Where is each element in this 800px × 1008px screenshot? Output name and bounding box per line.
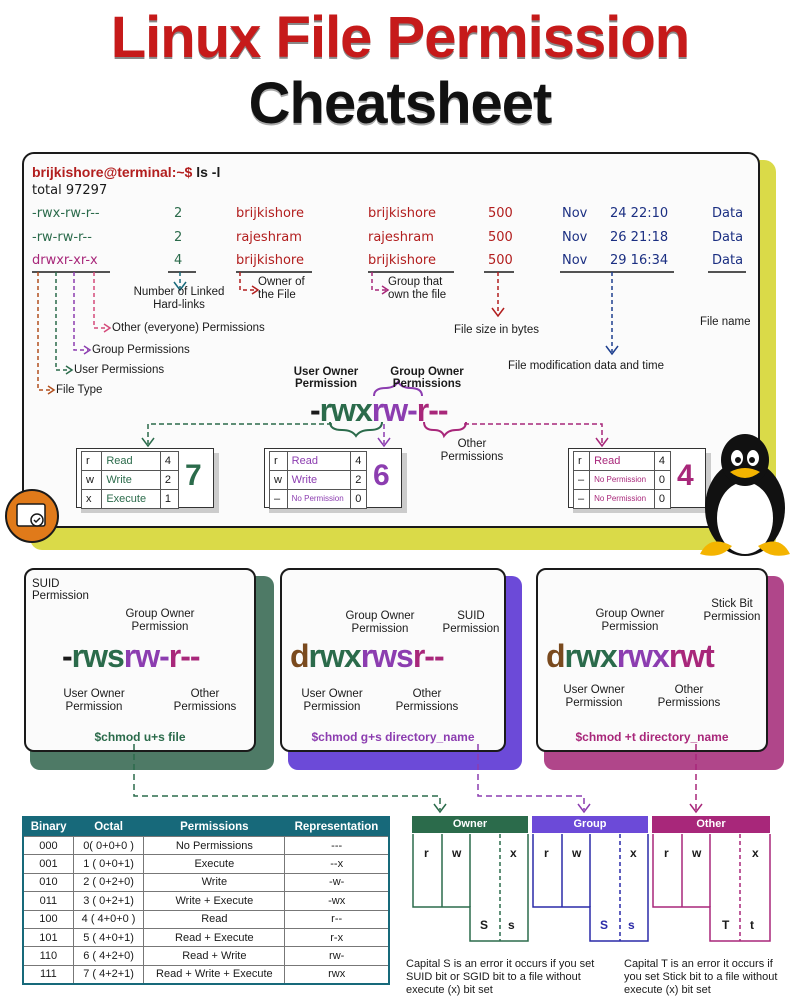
row1-group: brijkishore bbox=[368, 206, 436, 221]
other-bit-t: t bbox=[750, 918, 754, 932]
note-capital-t: Capital T is an error it occurs if you s… bbox=[624, 958, 778, 996]
row2-month: Nov bbox=[562, 230, 588, 245]
row1-owner: brijkishore bbox=[236, 206, 304, 221]
row3-links: 4 bbox=[174, 253, 183, 268]
group-bits-title: Group bbox=[532, 816, 648, 833]
owner-bit-w: w bbox=[452, 846, 462, 860]
label-owner: Owner of the File bbox=[258, 276, 305, 301]
breakdown-perm: -rwxrw-r-- bbox=[310, 392, 449, 428]
row2-group: rajeshram bbox=[368, 230, 434, 245]
breakdown-group-label: Group Owner Permissions bbox=[390, 366, 464, 390]
label-group: Group that own the file bbox=[388, 276, 447, 301]
owner-bit-r: r bbox=[424, 846, 429, 860]
row3-month: Nov bbox=[562, 253, 588, 268]
row3-perm: drwxr-xr-x bbox=[32, 253, 98, 268]
card3-group-label: Group Owner Permission bbox=[595, 608, 665, 633]
card1-perm: -rwsrw-r-- bbox=[62, 638, 201, 674]
label-mtime: File modification data and time bbox=[508, 360, 664, 372]
card1-command: $chmod u+s file bbox=[94, 730, 186, 744]
card2-group-label: Group Owner Permission bbox=[345, 610, 415, 635]
row3-owner: brijkishore bbox=[236, 253, 304, 268]
owner-bit-S: S bbox=[480, 918, 489, 932]
card3-tag: Stick Bit Permission bbox=[703, 598, 761, 623]
group-bit-x: x bbox=[630, 846, 637, 860]
note-capital-s: Capital S is an error it occurs if you s… bbox=[406, 958, 595, 996]
card-sticky bbox=[536, 568, 768, 752]
row3-group: brijkishore bbox=[368, 253, 436, 268]
label-links: Number of Linked Hard-links bbox=[133, 286, 225, 311]
row1-name: Data bbox=[712, 206, 744, 221]
owner-bits-title: Owner bbox=[412, 816, 528, 833]
label-file-type: File Type bbox=[56, 384, 103, 396]
title-line-1: Linux File Permission bbox=[110, 5, 690, 70]
card2-tag: SUID Permission bbox=[442, 610, 500, 635]
breakdown-user-label: User Owner Permission bbox=[293, 366, 359, 390]
row2-name: Data bbox=[712, 230, 744, 245]
row3-name: Data bbox=[712, 253, 744, 268]
card2-perm: drwxrwsr-- bbox=[290, 638, 445, 674]
terminal-total: total 97297 bbox=[32, 183, 108, 198]
owner-bit-x: x bbox=[510, 846, 517, 860]
card2-user-label: User Owner Permission bbox=[301, 688, 363, 713]
row1-datetime: 24 22:10 bbox=[610, 206, 669, 221]
label-filename: File name bbox=[700, 316, 751, 328]
group-bit-s: s bbox=[628, 918, 635, 932]
card-sgid bbox=[280, 568, 506, 752]
terminal-prompt: brijkishore@terminal:~$ ls -l bbox=[32, 164, 221, 180]
row1-perm: -rwx-rw-r-- bbox=[32, 206, 100, 221]
other-bit-w: w bbox=[692, 846, 702, 860]
card1-user-label: User Owner Permission bbox=[63, 688, 125, 713]
card3-user-label: User Owner Permission bbox=[563, 684, 625, 709]
group-bits-box bbox=[532, 834, 649, 942]
row1-size: 500 bbox=[488, 206, 513, 221]
label-user-perm: User Permissions bbox=[74, 364, 165, 376]
label-group-perm: Group Permissions bbox=[92, 344, 190, 356]
other-bit-x: x bbox=[752, 846, 759, 860]
row1-month: Nov bbox=[562, 206, 588, 221]
group-bit-S: S bbox=[600, 918, 609, 932]
tux-penguin-icon bbox=[700, 434, 790, 556]
other-bit-r: r bbox=[664, 846, 669, 860]
row3-size: 500 bbox=[488, 253, 513, 268]
row2-owner: rajeshram bbox=[236, 230, 302, 245]
label-other-perm: Other (everyone) Permissions bbox=[112, 322, 265, 334]
other-bits-box bbox=[652, 834, 771, 942]
owner-bits-box bbox=[412, 834, 529, 942]
row2-size: 500 bbox=[488, 230, 513, 245]
card1-other-label: Other Permissions bbox=[173, 688, 237, 713]
row2-datetime: 26 21:18 bbox=[610, 230, 669, 245]
other-bits-title: Other bbox=[652, 816, 770, 833]
card3-perm: drwxrwxrwt bbox=[546, 638, 715, 674]
card3-other-label: Other Permissions bbox=[657, 684, 721, 709]
title-line-2: Cheatsheet bbox=[248, 71, 553, 136]
group-bit-w: w bbox=[572, 846, 582, 860]
row1-links: 2 bbox=[174, 206, 183, 221]
other-bit-T: T bbox=[722, 918, 730, 932]
breakdown-other-label: Other Permissions bbox=[440, 438, 504, 463]
owner-bit-s: s bbox=[508, 918, 515, 932]
card3-command: $chmod +t directory_name bbox=[575, 730, 729, 744]
row3-datetime: 29 16:34 bbox=[610, 253, 669, 268]
card-suid bbox=[24, 568, 256, 752]
row2-links: 2 bbox=[174, 230, 183, 245]
label-size: File size in bytes bbox=[454, 324, 540, 336]
group-bit-r: r bbox=[544, 846, 549, 860]
card1-tag: SUID Permission bbox=[32, 578, 89, 602]
card2-other-label: Other Permissions bbox=[395, 688, 459, 713]
card2-command: $chmod g+s directory_name bbox=[311, 730, 475, 744]
card1-group-label: Group Owner Permission bbox=[125, 608, 195, 633]
certificate-logo-icon bbox=[5, 489, 59, 543]
row2-perm: -rw-rw-r-- bbox=[32, 230, 92, 245]
